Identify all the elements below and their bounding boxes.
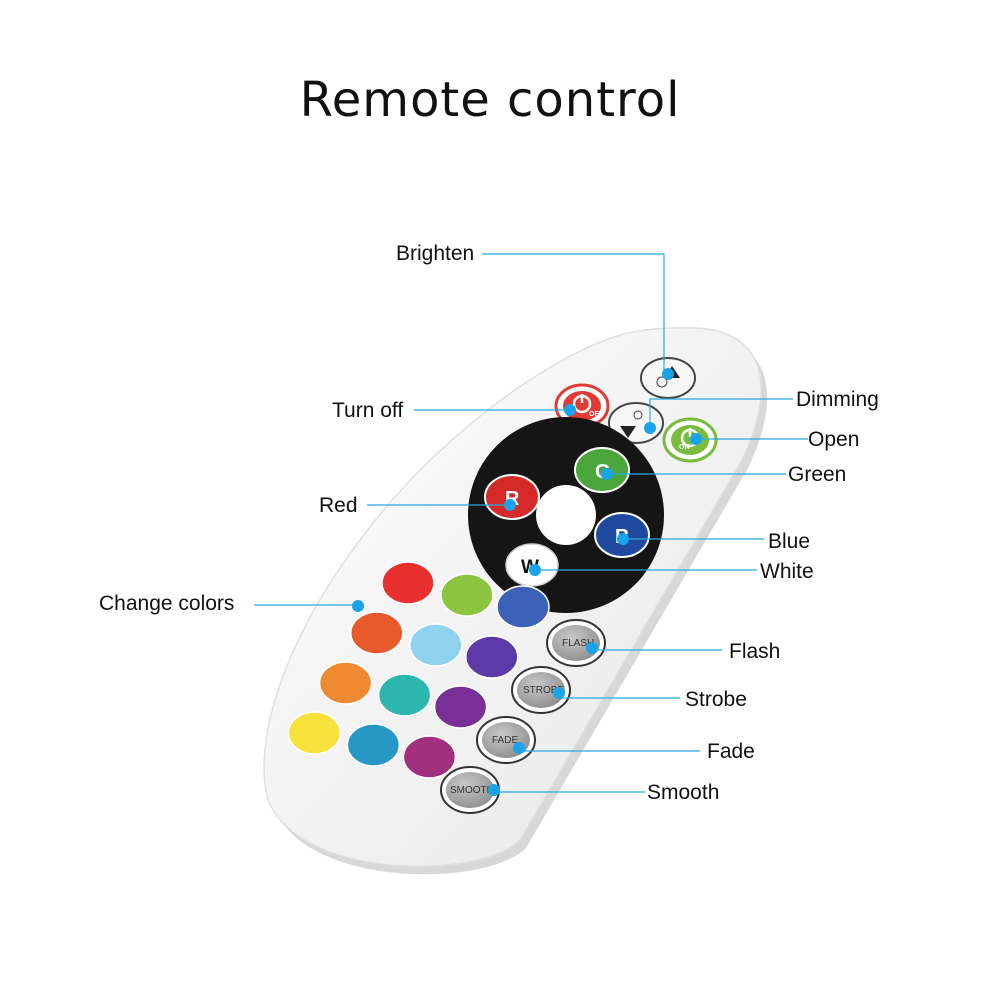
dot-turn-off — [564, 404, 576, 416]
dot-white — [529, 564, 541, 576]
dot-dimming — [644, 422, 656, 434]
strobe-button[interactable]: STROBE — [511, 666, 571, 714]
page-title: Remote control — [299, 72, 681, 128]
red-button[interactable]: R — [484, 474, 540, 520]
label-red: Red — [319, 494, 358, 517]
dot-flash — [586, 642, 598, 654]
leader-dots — [352, 368, 702, 796]
label-fade: Fade — [707, 740, 755, 763]
dot-red — [504, 499, 516, 511]
color-button-10[interactable] — [287, 711, 342, 755]
leader-lines — [254, 253, 808, 793]
color-buttons-grid — [287, 561, 550, 779]
smooth-button-text: SMOOTH — [450, 785, 494, 796]
dot-brighten — [662, 368, 674, 380]
label-open: Open — [808, 428, 860, 451]
fade-button-text: FADE — [492, 735, 518, 746]
label-turn-off: Turn off — [332, 399, 404, 422]
dot-smooth — [488, 784, 500, 796]
arrow-down-icon — [620, 426, 636, 438]
fade-button[interactable]: FADE — [476, 716, 536, 764]
flash-button-text: FLASH — [562, 638, 594, 649]
dot-change-colors — [352, 600, 364, 612]
leader-brighten — [482, 253, 665, 374]
dot-open — [690, 433, 702, 445]
label-flash: Flash — [729, 640, 781, 663]
label-brighten: Brighten — [396, 242, 475, 265]
smooth-button[interactable]: SMOOTH — [440, 766, 500, 814]
sun-icon — [656, 376, 668, 388]
color-button-4[interactable] — [350, 611, 404, 655]
color-button-6[interactable] — [465, 635, 519, 679]
dot-blue — [617, 533, 629, 545]
color-button-12[interactable] — [402, 735, 457, 779]
color-button-2[interactable] — [440, 573, 494, 617]
label-dimming: Dimming — [796, 388, 879, 411]
label-smooth: Smooth — [647, 781, 720, 804]
label-strobe: Strobe — [685, 688, 747, 711]
label-change-colors: Change colors — [99, 592, 235, 615]
sun-icon — [633, 410, 643, 420]
off-button-text: OFF — [589, 411, 604, 418]
dot-green — [601, 468, 613, 480]
color-button-1[interactable] — [381, 561, 435, 605]
color-button-11[interactable] — [346, 723, 401, 767]
label-green: Green — [788, 463, 847, 486]
strobe-button-text: STROBE — [523, 685, 564, 696]
on-button-text: ON — [679, 444, 690, 451]
label-blue: Blue — [768, 530, 811, 553]
flash-button[interactable]: FLASH — [546, 619, 606, 667]
on-button[interactable]: ON — [662, 417, 718, 463]
color-button-5[interactable] — [409, 623, 463, 667]
leader-dimming — [649, 398, 793, 424]
color-button-7[interactable] — [318, 661, 373, 705]
dot-fade — [513, 742, 525, 754]
green-button[interactable]: G — [574, 447, 630, 493]
color-button-9[interactable] — [433, 685, 488, 729]
label-white: White — [760, 560, 814, 583]
color-button-3[interactable] — [496, 585, 550, 629]
dot-strobe — [553, 687, 565, 699]
color-button-8[interactable] — [377, 673, 432, 717]
